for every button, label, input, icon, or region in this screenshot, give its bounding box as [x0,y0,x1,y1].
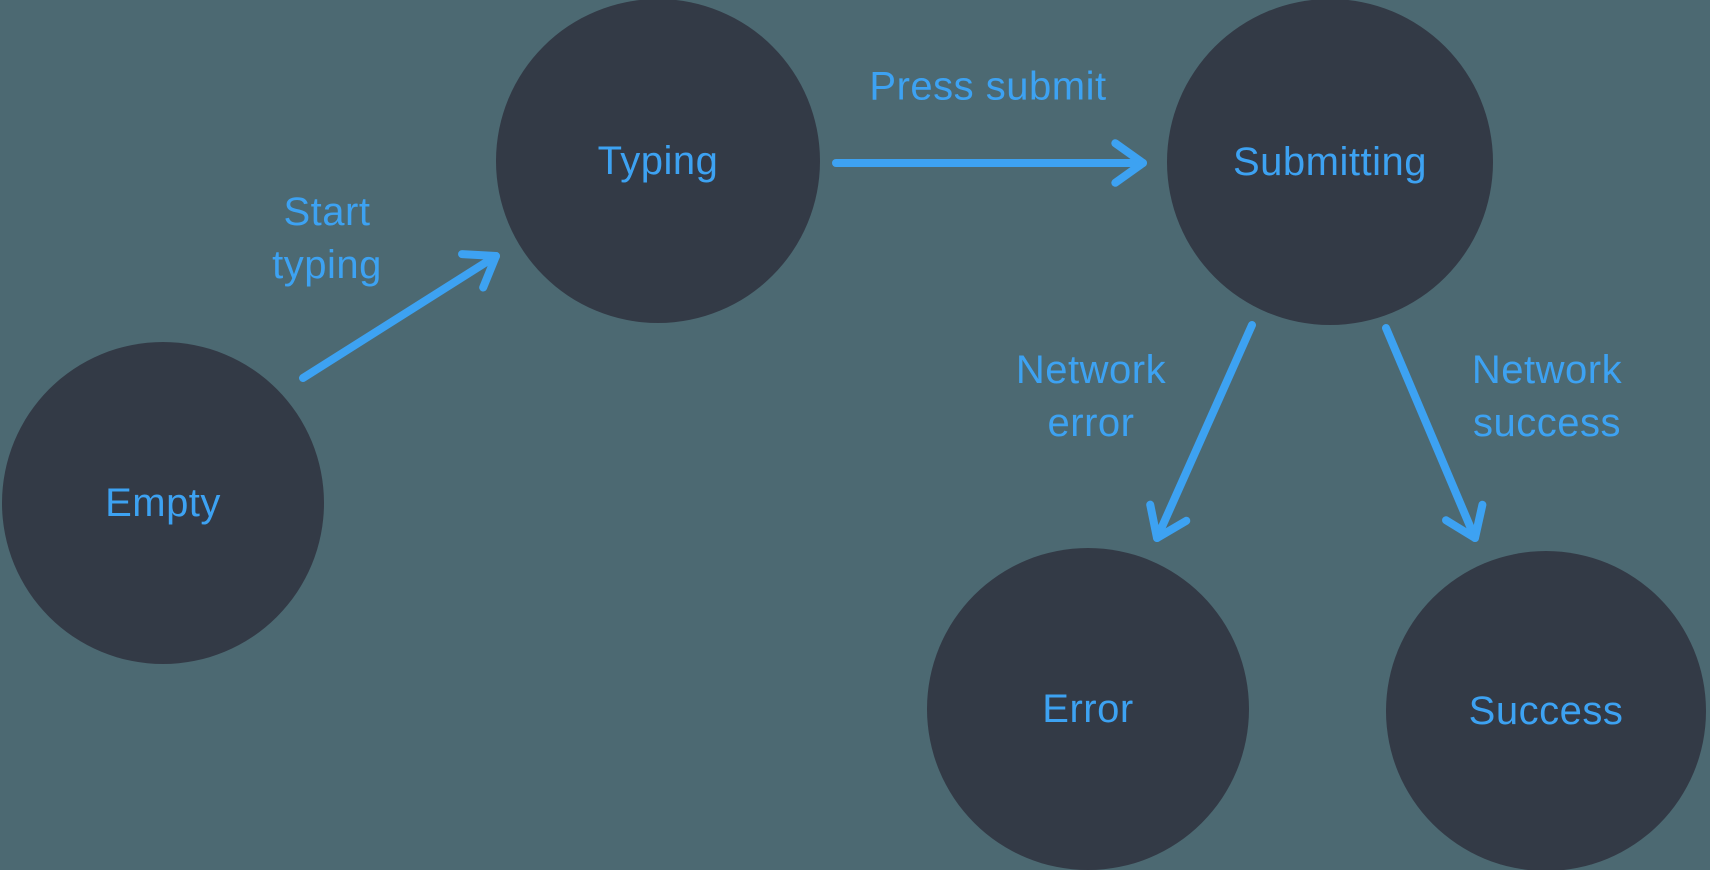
edge-label-line: Start [283,190,371,234]
state-node-label-error: Error [1042,686,1134,731]
edge-label-start-typing: Start typing [272,186,382,292]
edge-label-network-error: Network error [1016,344,1166,450]
edge-label-press-submit: Press submit [869,61,1106,114]
edge-label-line: success [1472,401,1621,445]
arrowhead-icon [1146,500,1161,542]
edge-label-line: Network [1015,348,1167,392]
state-node-label-success: Success [1468,688,1624,733]
arrow-shaft [1154,321,1256,539]
edge-arrow-press-submit [832,139,1147,187]
edge-label-line: typing [272,243,382,287]
edge-arrow-network-success [1382,324,1487,542]
arrow-shaft [1382,324,1478,539]
arrowhead-icon [479,252,500,292]
arrowhead-icon [1471,500,1487,542]
arrowhead-icon [1153,516,1191,542]
state-node-typing: Typing [496,0,820,323]
state-node-error: Error [927,548,1249,870]
state-node-label-typing: Typing [597,138,719,183]
edge-label-network-success: Network success [1472,344,1622,450]
arrowhead-icon [1111,139,1147,167]
edge-label-line: error [1047,401,1135,445]
arrowhead-icon [1111,159,1147,187]
state-node-empty: Empty [2,342,324,664]
edge-label-line: Press submit [869,64,1107,109]
state-node-label-submitting: Submitting [1233,139,1427,184]
arrowhead-icon [458,250,500,260]
state-node-success: Success [1386,551,1706,870]
edge-label-line: Network [1471,348,1623,392]
arrowhead-icon [1442,516,1479,542]
state-node-label-empty: Empty [105,480,221,525]
state-node-submitting: Submitting [1167,0,1493,325]
